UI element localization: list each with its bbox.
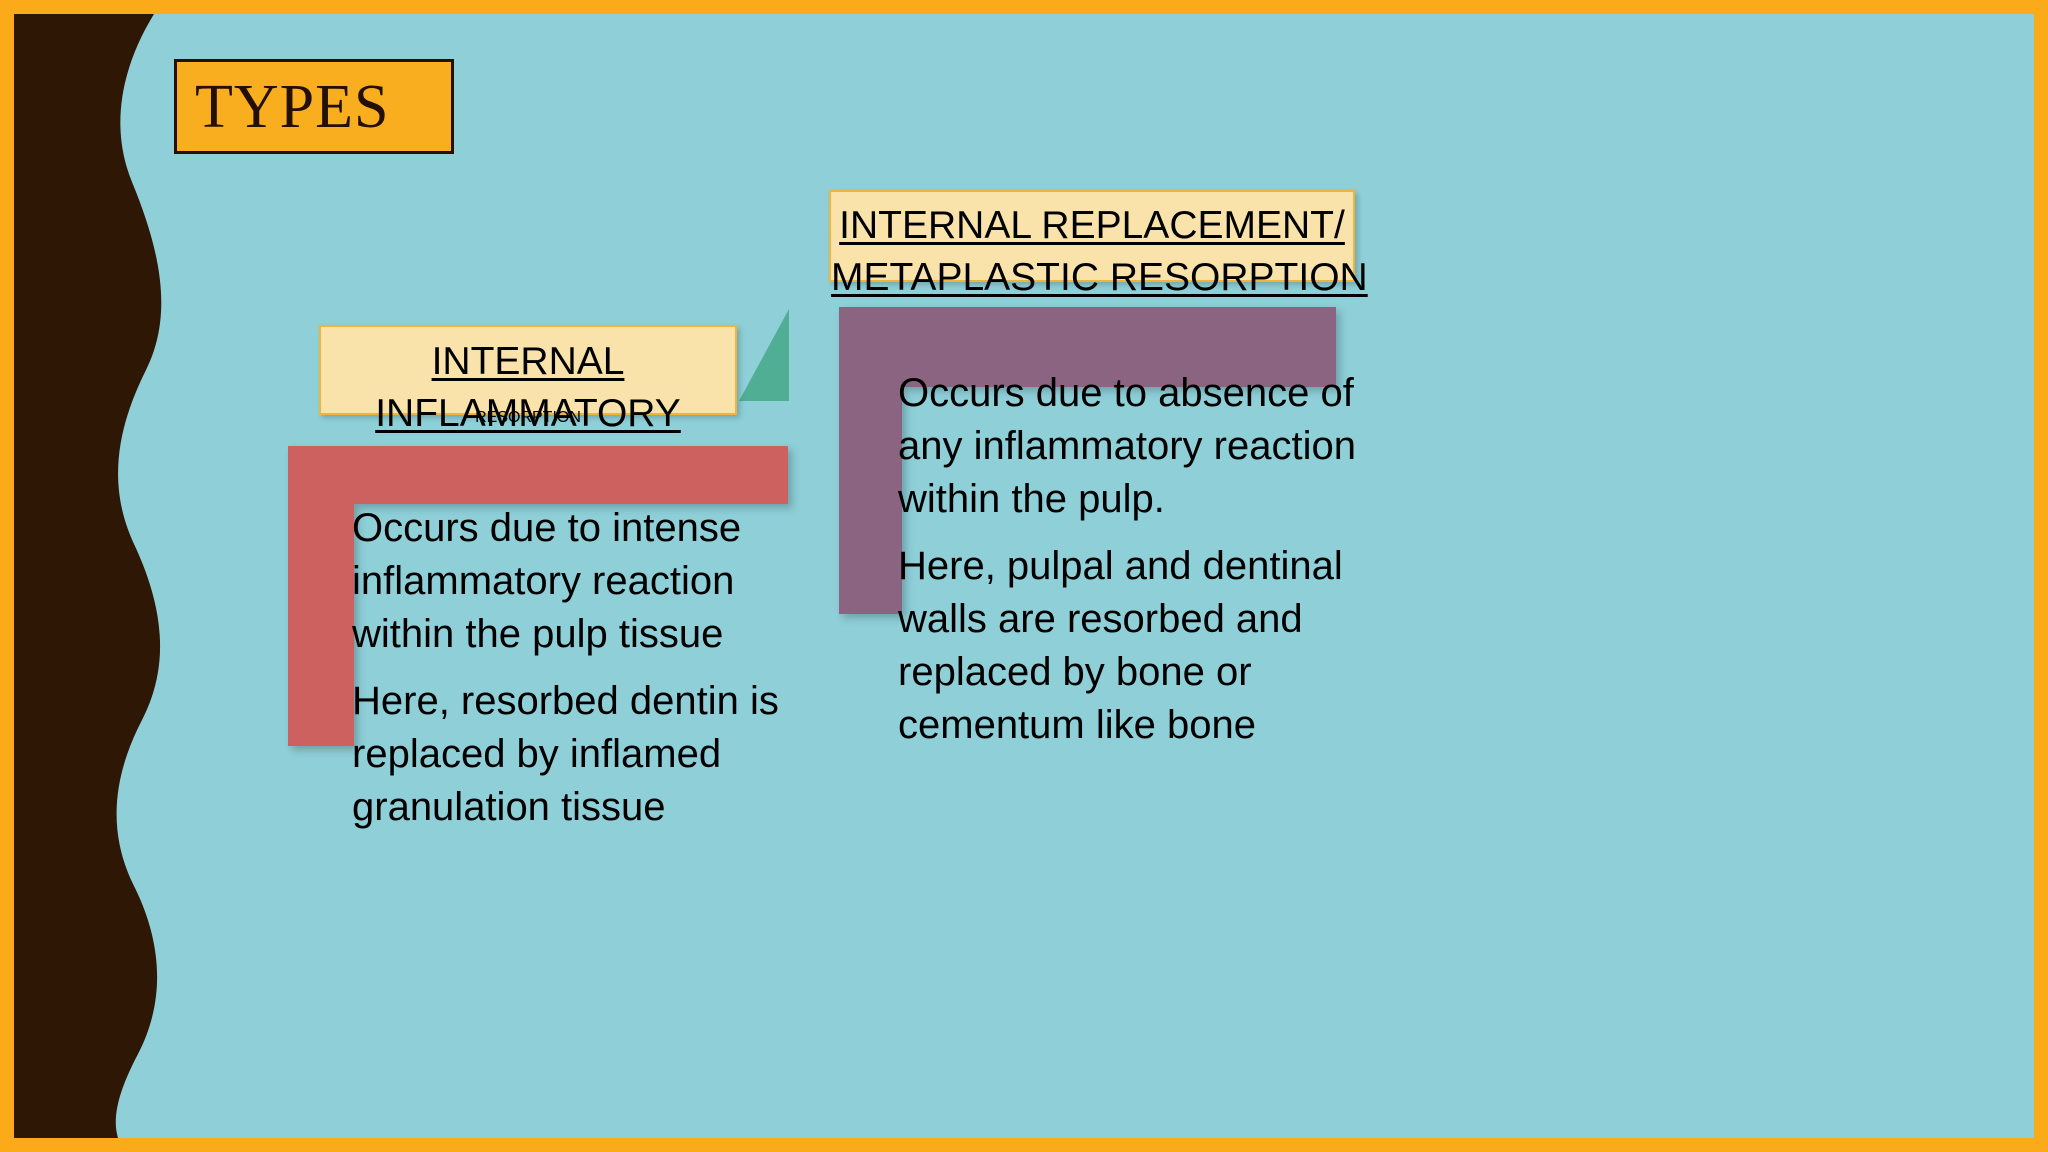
heading-line: INTERNAL REPLACEMENT/ bbox=[839, 204, 1345, 247]
heading-callout-internal-inflammatory: INTERNAL INFLAMMATORY bbox=[319, 325, 737, 435]
wavy-band-decoration bbox=[14, 14, 162, 1138]
bracket-shape-internal-inflammatory bbox=[288, 446, 788, 746]
heading-line: INFLAMMATORY bbox=[375, 392, 681, 435]
slide-content-area: TYPES INTERNAL REPLACEMENT/ METAPLASTIC … bbox=[14, 14, 2034, 1138]
heading-line: RESORPTION bbox=[475, 409, 581, 426]
page-title: TYPES bbox=[195, 72, 390, 141]
paragraph: Here, resorbed dentin is replaced by inf… bbox=[352, 679, 779, 829]
heading-callout-internal-inflammatory-overflow-line: RESORPTION bbox=[319, 409, 737, 427]
paragraph: Occurs due to absence of any inflammator… bbox=[898, 371, 1356, 521]
heading-line: INTERNAL bbox=[431, 340, 625, 383]
body-text-internal-replacement: Occurs due to absence of any inflammator… bbox=[898, 367, 1358, 766]
heading-callout-internal-replacement: INTERNAL REPLACEMENT/ METAPLASTIC RESORP… bbox=[829, 190, 1368, 299]
heading-line: METAPLASTIC RESORPTION bbox=[831, 256, 1368, 299]
bracket-shape-internal-replacement bbox=[839, 307, 1336, 614]
paragraph: Occurs due to intense inflammatory react… bbox=[352, 506, 742, 656]
paragraph: Here, pulpal and dentinal walls are reso… bbox=[898, 544, 1343, 747]
slide-title-box: TYPES bbox=[174, 59, 454, 154]
body-text-internal-inflammatory: Occurs due to intense inflammatory react… bbox=[352, 502, 822, 848]
teal-triangle-accent bbox=[739, 309, 789, 401]
